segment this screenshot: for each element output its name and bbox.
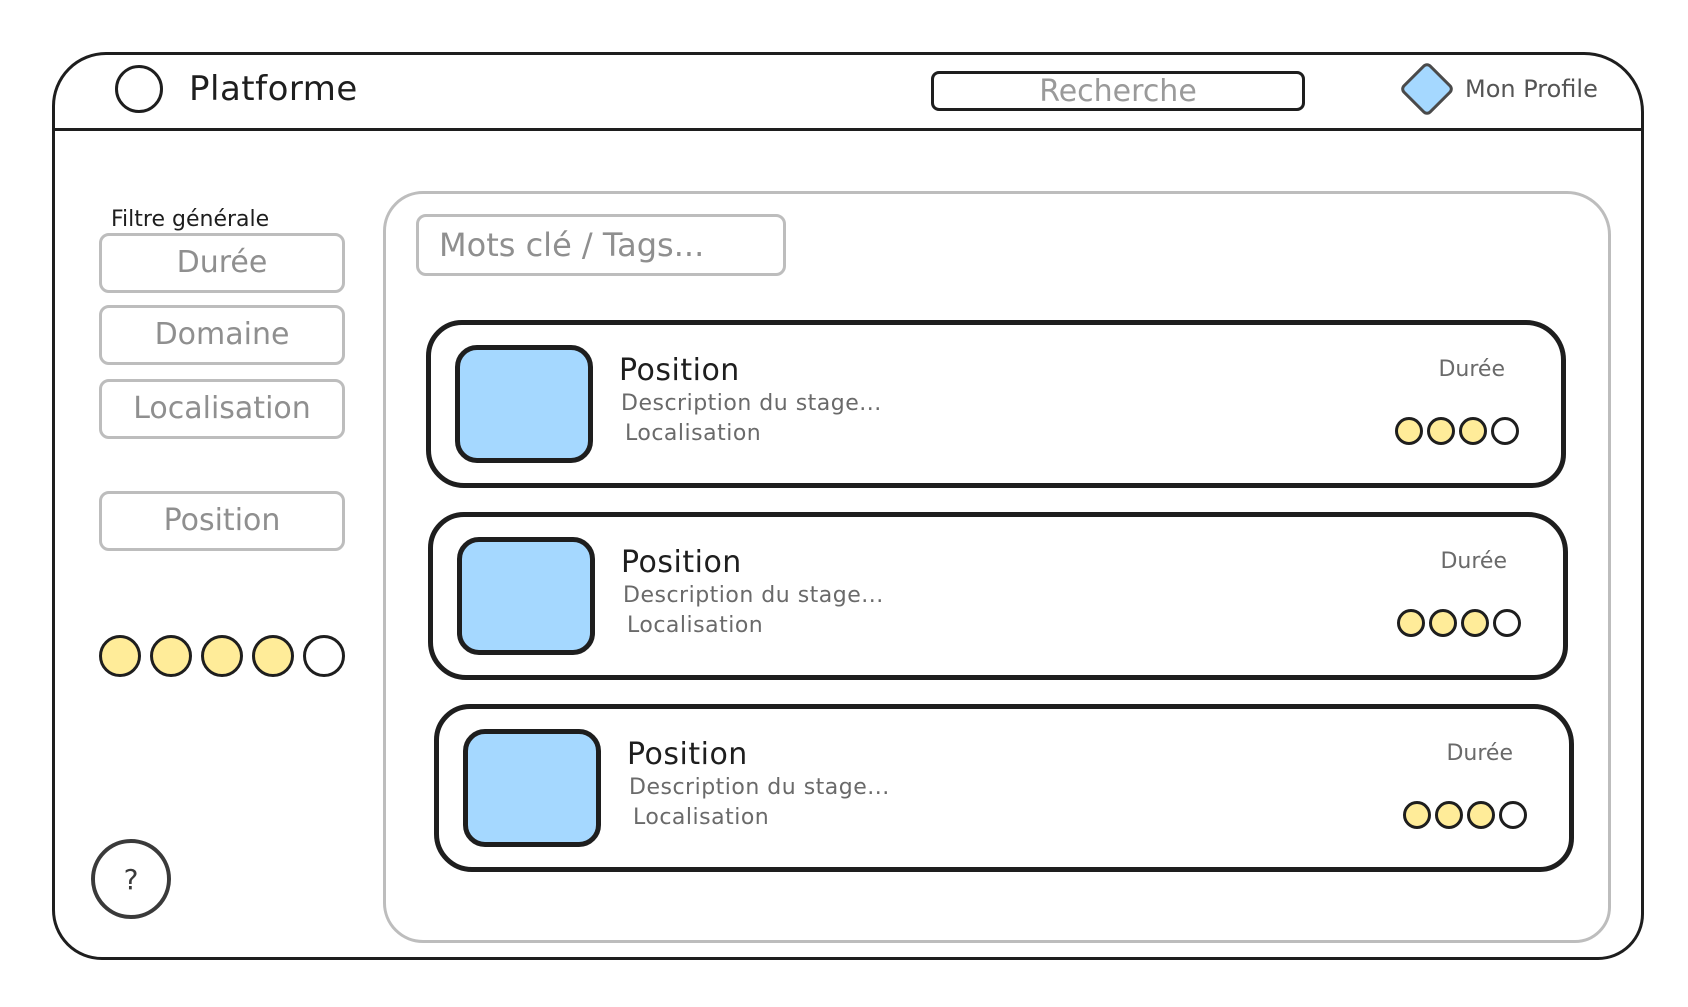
rating-filter-dot-1[interactable]	[99, 635, 141, 677]
rating-filter-dot-3[interactable]	[201, 635, 243, 677]
card-description: Description du stage...	[629, 775, 890, 800]
card-thumbnail	[463, 729, 601, 847]
rating-filter-dot-4[interactable]	[252, 635, 294, 677]
internship-card[interactable]: Position Description du stage... Localis…	[434, 704, 1574, 872]
filter-position-button[interactable]: Position	[99, 491, 345, 551]
search-input[interactable]	[931, 71, 1305, 111]
card-location: Localisation	[627, 613, 764, 638]
card-rating	[1403, 801, 1527, 829]
card-rating-dot	[1397, 609, 1425, 637]
rating-filter	[99, 635, 345, 677]
card-rating-dot	[1427, 417, 1455, 445]
rating-filter-dot-5[interactable]	[303, 635, 345, 677]
tags-search-input[interactable]	[416, 214, 786, 276]
card-rating-dot	[1499, 801, 1527, 829]
card-rating-dot	[1429, 609, 1457, 637]
card-duration: Durée	[1446, 741, 1513, 766]
results-panel: Position Description du stage... Localis…	[383, 191, 1611, 943]
card-title: Position	[619, 353, 740, 388]
profile-link[interactable]: Mon Profile	[1465, 75, 1598, 103]
top-header: Platforme Mon Profile	[55, 55, 1641, 131]
filter-domain-button[interactable]: Domaine	[99, 305, 345, 365]
card-duration: Durée	[1440, 549, 1507, 574]
card-location: Localisation	[625, 421, 762, 446]
card-rating-dot	[1461, 609, 1489, 637]
card-duration: Durée	[1438, 357, 1505, 382]
card-rating-dot	[1403, 801, 1431, 829]
logo-circle-icon[interactable]	[115, 65, 163, 113]
app-title: Platforme	[189, 69, 358, 109]
card-location: Localisation	[633, 805, 770, 830]
profile-diamond-icon[interactable]	[1398, 60, 1456, 118]
card-rating	[1395, 417, 1519, 445]
filter-title: Filtre générale	[111, 207, 270, 232]
card-rating-dot	[1493, 609, 1521, 637]
internship-card[interactable]: Position Description du stage... Localis…	[426, 320, 1566, 488]
card-rating-dot	[1491, 417, 1519, 445]
card-description: Description du stage...	[621, 391, 882, 416]
card-rating-dot	[1395, 417, 1423, 445]
filter-duration-button[interactable]: Durée	[99, 233, 345, 293]
card-rating-dot	[1435, 801, 1463, 829]
card-thumbnail	[457, 537, 595, 655]
filter-location-button[interactable]: Localisation	[99, 379, 345, 439]
card-title: Position	[621, 545, 742, 580]
internship-card[interactable]: Position Description du stage... Localis…	[428, 512, 1568, 680]
card-title: Position	[627, 737, 748, 772]
app-window: Platforme Mon Profile Filtre générale Du…	[52, 52, 1644, 960]
card-rating-dot	[1467, 801, 1495, 829]
card-description: Description du stage...	[623, 583, 884, 608]
card-rating-dot	[1459, 417, 1487, 445]
rating-filter-dot-2[interactable]	[150, 635, 192, 677]
card-rating	[1397, 609, 1521, 637]
help-button[interactable]: ?	[91, 839, 171, 919]
card-thumbnail	[455, 345, 593, 463]
